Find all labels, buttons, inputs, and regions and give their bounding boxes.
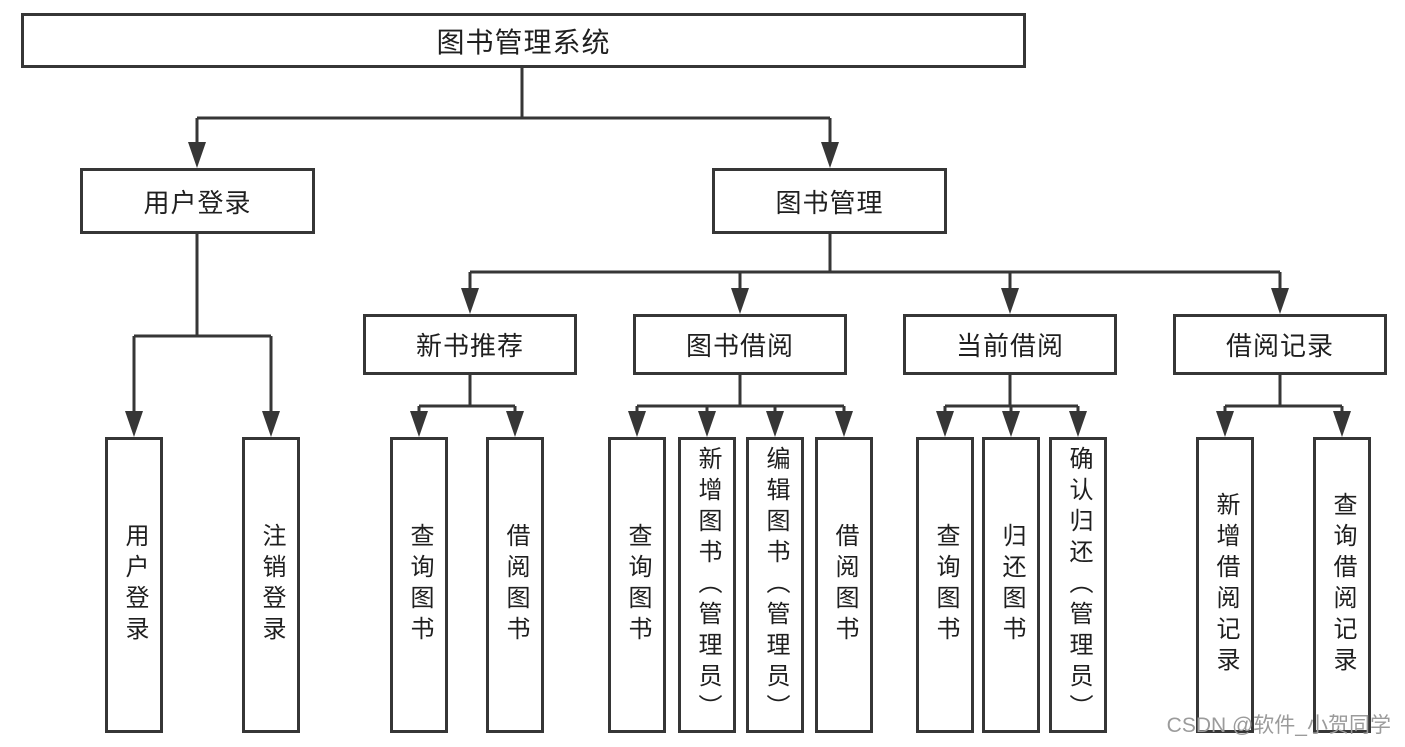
leaf-user-login: 用户登录 bbox=[105, 437, 163, 733]
leaf-query-books-1: 查询图书 bbox=[390, 437, 448, 733]
node-user-login-label: 用户登录 bbox=[143, 187, 252, 218]
leaf-query-books-2: 查询图书 bbox=[608, 437, 666, 733]
node-borrow-records-label: 借阅记录 bbox=[1225, 331, 1334, 361]
node-book-management: 图书管理 bbox=[712, 168, 947, 234]
leaf-add-book-admin-label: 新增图书（管理员） bbox=[694, 445, 721, 725]
node-book-borrow-label: 图书借阅 bbox=[685, 331, 794, 361]
node-root-label: 图书管理系统 bbox=[436, 26, 611, 58]
leaf-confirm-return-admin: 确认归还（管理员） bbox=[1049, 437, 1107, 733]
node-borrow-records: 借阅记录 bbox=[1173, 314, 1387, 375]
leaf-return-book: 归还图书 bbox=[982, 437, 1040, 733]
node-book-management-label: 图书管理 bbox=[775, 187, 884, 218]
connector-bookmgmt-to-level3 bbox=[461, 234, 1289, 314]
connector-newrec-to-leaves bbox=[410, 375, 524, 437]
node-new-book-recommend: 新书推荐 bbox=[363, 314, 577, 375]
node-book-borrow: 图书借阅 bbox=[633, 314, 847, 375]
connector-root-to-level2 bbox=[188, 68, 839, 168]
leaf-add-book-admin: 新增图书（管理员） bbox=[678, 437, 736, 733]
leaf-edit-book-admin-label: 编辑图书（管理员） bbox=[762, 445, 789, 725]
leaf-add-borrow-record: 新增借阅记录 bbox=[1196, 437, 1254, 733]
node-new-book-recommend-label: 新书推荐 bbox=[415, 331, 524, 361]
leaf-logout-label: 注销登录 bbox=[258, 523, 285, 647]
connector-records-to-leaves bbox=[1216, 375, 1351, 437]
node-user-login: 用户登录 bbox=[80, 168, 315, 234]
leaf-user-login-label: 用户登录 bbox=[121, 523, 148, 647]
node-current-borrow: 当前借阅 bbox=[903, 314, 1117, 375]
leaf-query-borrow-record-label: 查询借阅记录 bbox=[1329, 492, 1356, 678]
node-current-borrow-label: 当前借阅 bbox=[955, 331, 1064, 361]
leaf-query-borrow-record: 查询借阅记录 bbox=[1313, 437, 1371, 733]
leaf-return-book-label: 归还图书 bbox=[998, 523, 1025, 647]
leaf-query-books-3: 查询图书 bbox=[916, 437, 974, 733]
leaf-query-books-2-label: 查询图书 bbox=[624, 523, 651, 647]
connector-currentborrow-to-leaves bbox=[936, 375, 1087, 437]
leaf-query-books-3-label: 查询图书 bbox=[932, 523, 959, 647]
leaf-confirm-return-admin-label: 确认归还（管理员） bbox=[1065, 445, 1092, 725]
leaf-borrow-books-2: 借阅图书 bbox=[815, 437, 873, 733]
node-root: 图书管理系统 bbox=[21, 13, 1026, 68]
leaf-edit-book-admin: 编辑图书（管理员） bbox=[746, 437, 804, 733]
leaf-logout: 注销登录 bbox=[242, 437, 300, 733]
leaf-borrow-books-1-label: 借阅图书 bbox=[502, 523, 529, 647]
leaf-add-borrow-record-label: 新增借阅记录 bbox=[1212, 492, 1239, 678]
connector-bookborrow-to-leaves bbox=[628, 375, 853, 437]
csdn-watermark: CSDN @软件_小贺同学 bbox=[1166, 714, 1391, 737]
connector-userlogin-to-leaves bbox=[125, 234, 280, 437]
leaf-borrow-books-2-label: 借阅图书 bbox=[831, 523, 858, 647]
leaf-borrow-books-1: 借阅图书 bbox=[486, 437, 544, 733]
leaf-query-books-1-label: 查询图书 bbox=[406, 523, 433, 647]
